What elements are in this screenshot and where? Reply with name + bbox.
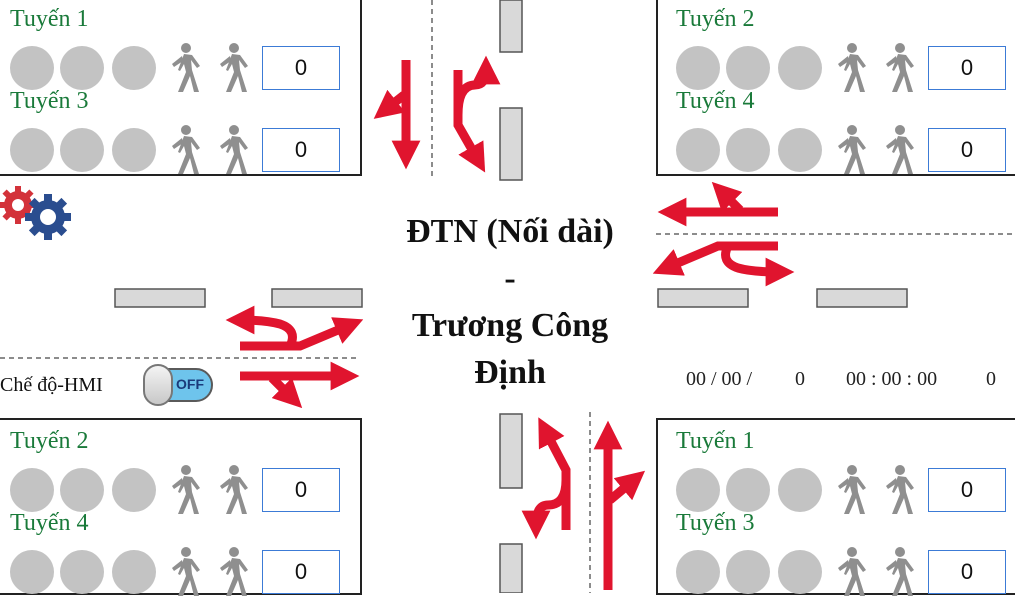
pedestrian-icon (830, 546, 870, 598)
pedestrian-icon (878, 42, 918, 94)
signal-lamp-yellow (726, 550, 770, 594)
signal-lamp-green (778, 468, 822, 512)
toggle-state: OFF (176, 376, 204, 392)
pedestrian-icon (878, 546, 918, 598)
arrow-west-uturn (225, 305, 297, 349)
pedestrian-icon (830, 464, 870, 516)
signal-lamp-yellow (726, 46, 770, 90)
route-label: Tuyến 2 (10, 428, 89, 454)
stop-bar (499, 107, 523, 181)
pedestrian-icon (212, 546, 252, 598)
countdown-display: 0 (262, 46, 340, 90)
stop-bar (499, 543, 523, 593)
route-row: Tuyến 2 0 (666, 6, 1015, 94)
signal-lamp-red (10, 128, 54, 172)
route-label: Tuyến 2 (676, 6, 755, 32)
signal-lamp-red (10, 550, 54, 594)
pedestrian-icon (164, 464, 204, 516)
route-row: Tuyến 2 0 (0, 428, 360, 516)
signal-lamp-green (778, 128, 822, 172)
signal-lamp-red (676, 46, 720, 90)
signal-lamp-green (112, 46, 156, 90)
clock-time: 00 : 00 : 00 (846, 368, 938, 390)
pedestrian-icon (830, 124, 870, 176)
pedestrian-icon (164, 546, 204, 598)
stop-bar (499, 0, 523, 53)
pedestrian-icon (878, 124, 918, 176)
signal-lamp-red (10, 468, 54, 512)
signal-lamp-yellow (60, 128, 104, 172)
countdown-display: 0 (262, 468, 340, 512)
signal-lamp-yellow (60, 550, 104, 594)
mode-label: Chế độ-HMI (0, 374, 103, 396)
title-line-3: Trương Công (411, 307, 609, 344)
mode-toggle[interactable]: OFF (143, 364, 217, 408)
pedestrian-icon (212, 124, 252, 176)
arrow-west-right (268, 374, 303, 409)
arrow-east-right (711, 181, 744, 214)
stop-bar (657, 288, 749, 308)
route-row: Tuyến 4 0 (0, 510, 360, 598)
arrow-north-left (373, 89, 407, 119)
signal-lamp-yellow (726, 468, 770, 512)
arrow-south-uturn (521, 479, 571, 540)
route-label: Tuyến 4 (10, 510, 89, 536)
countdown-display: 0 (928, 550, 1006, 594)
signal-lamp-yellow (726, 128, 770, 172)
countdown-display: 0 (928, 46, 1006, 90)
route-row: Tuyến 4 0 (666, 88, 1015, 176)
signal-lamp-red (10, 46, 54, 90)
countdown-display: 0 (928, 128, 1006, 172)
signal-lamp-green (778, 550, 822, 594)
pedestrian-icon (878, 464, 918, 516)
arrow-north-uturn (453, 55, 501, 116)
stop-bar (114, 288, 206, 308)
route-label: Tuyến 3 (10, 88, 89, 114)
arrow-south-left (538, 417, 571, 530)
signal-lamp-yellow (60, 468, 104, 512)
route-row: Tuyến 1 0 (0, 6, 360, 94)
signal-lamp-red (676, 468, 720, 512)
route-row: Tuyến 3 0 (0, 88, 360, 176)
arrow-south-right (607, 470, 646, 504)
signal-lamp-red (676, 128, 720, 172)
stop-bar (271, 288, 363, 308)
stop-bar (499, 413, 523, 489)
intersection-title: ĐTN (Nối dài) - Trương Công Định (360, 208, 660, 396)
signal-lamp-green (112, 128, 156, 172)
arrow-north-right (453, 70, 486, 173)
clock-date: 00 / 00 / (686, 368, 753, 390)
toggle-knob (143, 364, 173, 406)
route-row: Tuyến 3 0 (666, 510, 1015, 598)
pedestrian-icon (212, 42, 252, 94)
pedestrian-icon (830, 42, 870, 94)
countdown-display: 0 (928, 468, 1006, 512)
countdown-display: 0 (262, 128, 340, 172)
signal-lamp-green (112, 468, 156, 512)
route-label: Tuyến 1 (676, 428, 755, 454)
title-line-1: ĐTN (Nối dài) (406, 213, 614, 250)
signal-lamp-green (778, 46, 822, 90)
pedestrian-icon (212, 464, 252, 516)
stop-bar (816, 288, 908, 308)
clock-extra: 0 (986, 368, 996, 390)
route-label: Tuyến 4 (676, 88, 755, 114)
route-row: Tuyến 1 0 (666, 428, 1015, 516)
arrow-east-uturn (721, 243, 795, 287)
route-label: Tuyến 1 (10, 6, 89, 32)
pedestrian-icon (164, 124, 204, 176)
arrow-east-left (652, 241, 778, 276)
title-line-2: - (504, 260, 516, 297)
title-line-4: Định (474, 354, 546, 391)
signal-lamp-red (676, 550, 720, 594)
countdown-display: 0 (262, 550, 340, 594)
pedestrian-icon (164, 42, 204, 94)
clock-year: 0 (795, 368, 805, 390)
signal-lamp-green (112, 550, 156, 594)
gears-icon[interactable] (0, 183, 76, 241)
arrow-west-left (240, 317, 364, 351)
route-label: Tuyến 3 (676, 510, 755, 536)
signal-lamp-yellow (60, 46, 104, 90)
